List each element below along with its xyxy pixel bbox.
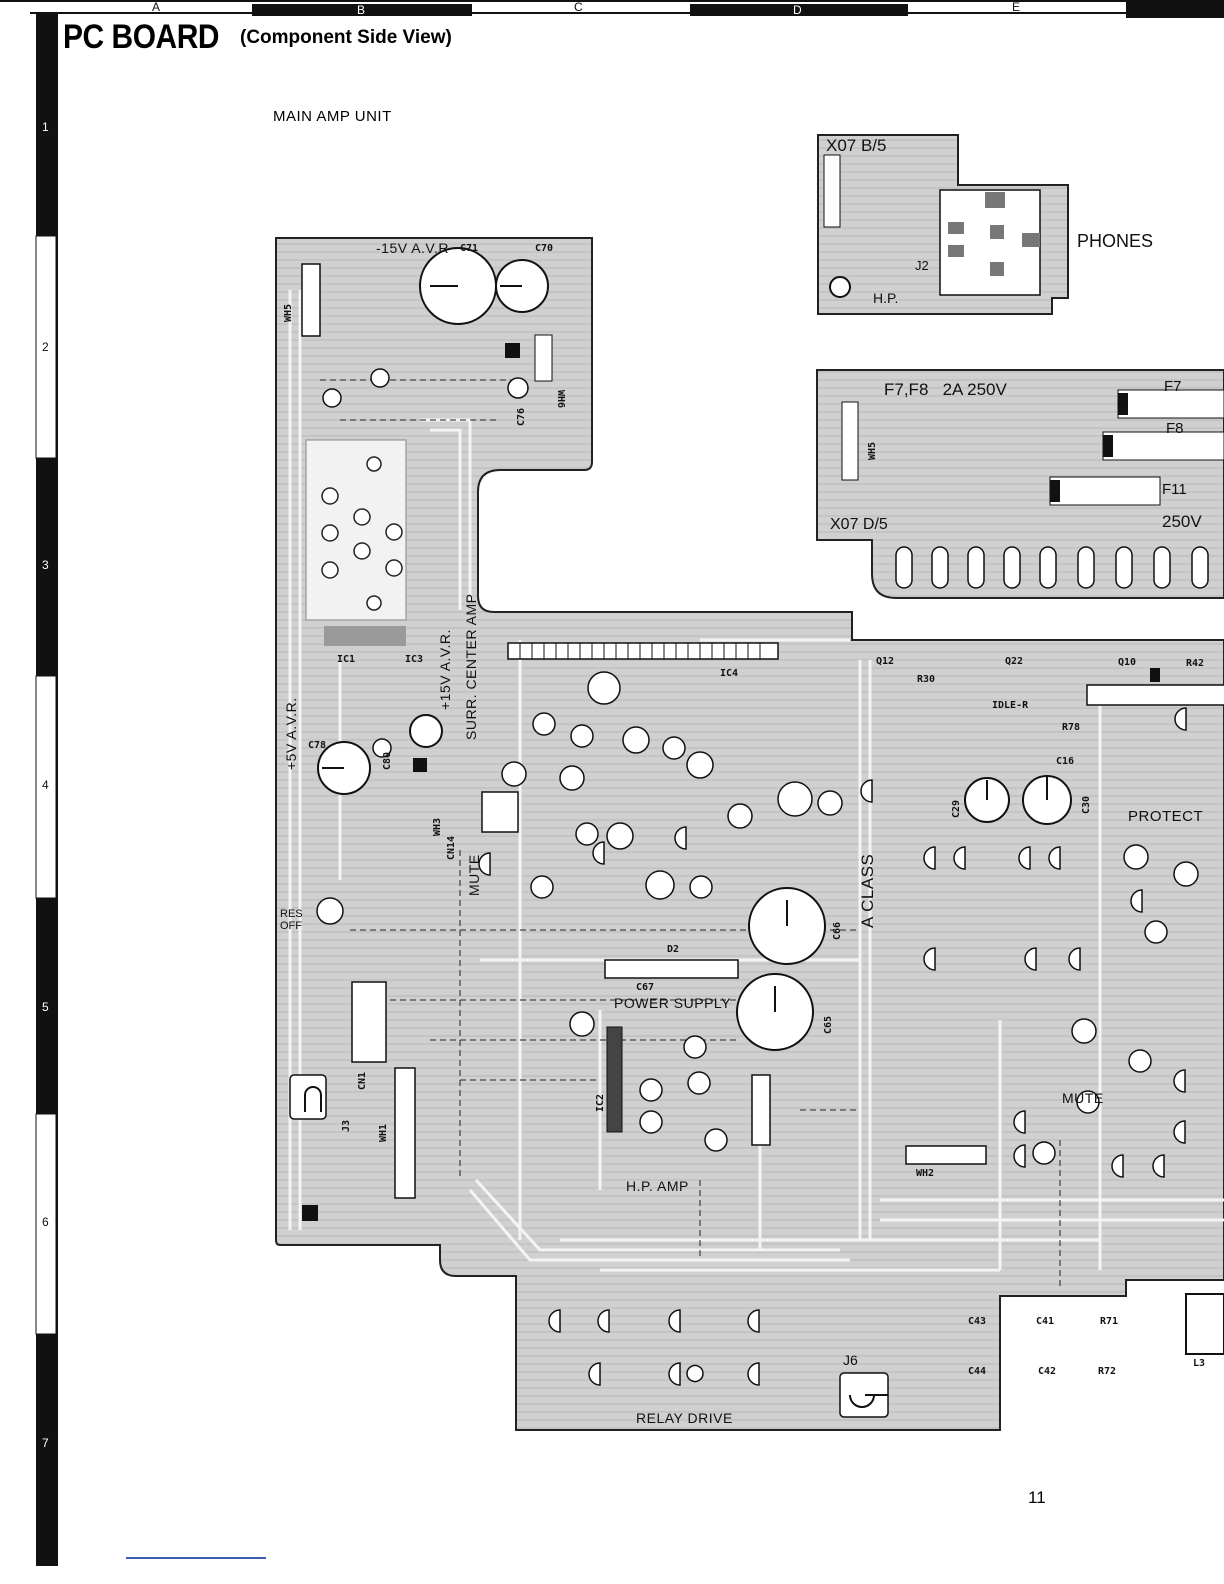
- c44-label: C44: [968, 1366, 987, 1377]
- column-ruler: [0, 0, 1224, 18]
- phones-label: PHONES: [1077, 231, 1154, 251]
- c70-label: C70: [535, 243, 554, 254]
- fuse-rating-label: F7,F8 2A 250V: [884, 380, 1007, 399]
- r30-label: R30: [917, 674, 936, 685]
- c42-label: C42: [1038, 1366, 1057, 1377]
- c43-label: C43: [968, 1316, 987, 1327]
- mounting-holes: [321, 456, 403, 611]
- fuse-board-outline: [816, 369, 1224, 599]
- r72-label: R72: [1098, 1366, 1117, 1377]
- res-off-label: RES OFF: [280, 908, 303, 932]
- r78-label: R78: [1062, 722, 1081, 733]
- main-board-outline: [275, 237, 1224, 1431]
- c30-label: C30: [1081, 795, 1092, 814]
- unit-label: MAIN AMP UNIT: [273, 108, 392, 125]
- wh5b-label: WH5: [867, 441, 878, 460]
- r71-label: R71: [1100, 1316, 1119, 1327]
- page-number: 11: [1028, 1488, 1046, 1507]
- hp-label: H.P.: [873, 290, 899, 306]
- q12-label: Q12: [876, 656, 895, 667]
- a-class-label: A CLASS: [858, 853, 877, 928]
- cn1-label: CN1: [357, 1071, 368, 1090]
- column-label-c: C: [574, 0, 583, 14]
- phones-board-id: X07 B/5: [826, 136, 887, 155]
- column-label-e: E: [1012, 0, 1021, 14]
- c76-label: C76: [516, 407, 527, 426]
- ic4-strip: [507, 642, 779, 660]
- ic2-strip: [606, 1026, 623, 1133]
- q10-label: Q10: [1118, 657, 1137, 668]
- c66-label: C66: [832, 921, 843, 940]
- terminal-pads: [895, 546, 1209, 589]
- wh2-label: WH2: [916, 1168, 935, 1179]
- idle-r-label: IDLE-R: [992, 700, 1029, 711]
- q22-label: Q22: [1005, 656, 1024, 667]
- avr-positive-label: +15V A.V.R.: [437, 629, 453, 710]
- half-transistors: [478, 707, 1187, 1386]
- power-supply-label: POWER SUPPLY: [614, 995, 731, 1011]
- ic4-pins: [519, 643, 761, 659]
- d2-label: D2: [667, 944, 680, 955]
- connectors: [289, 263, 987, 1418]
- row-label-1: 1: [42, 120, 49, 134]
- c78-label: C78: [308, 740, 327, 751]
- page-title: PC BOARD: [63, 18, 220, 56]
- j3-label: J3: [341, 1119, 352, 1132]
- c29-label: C29: [951, 799, 962, 818]
- c67-label: C67: [636, 982, 655, 993]
- cn14-label: CN14: [446, 835, 457, 860]
- wh6-label: WH6: [555, 390, 566, 409]
- r42-label: R42: [1186, 658, 1205, 669]
- page-subtitle: (Component Side View): [240, 27, 452, 48]
- ic3-label: IC3: [405, 654, 424, 665]
- fuse-rating-250v: 250V: [1162, 512, 1202, 531]
- row-ruler: [35, 14, 58, 1566]
- ic1-label: IC1: [337, 654, 356, 665]
- c16-label: C16: [1056, 756, 1075, 767]
- ic2-label: IC2: [595, 1093, 606, 1112]
- c65-label: C65: [823, 1015, 834, 1034]
- avr-5v-label: +5V A.V.R.: [283, 697, 299, 770]
- column-label-b: B: [357, 3, 366, 17]
- row-label-3: 3: [42, 558, 49, 572]
- protect-label: PROTECT: [1128, 808, 1204, 825]
- row-label-5: 5: [42, 1000, 49, 1014]
- row-label-4: 4: [42, 778, 49, 792]
- mute-label: MUTE: [1062, 1090, 1104, 1106]
- ic4-label: IC4: [720, 668, 739, 679]
- avr-negative-label: -15V A.V.R: [376, 240, 449, 256]
- surr-center-label: SURR. CENTER AMP: [463, 593, 479, 740]
- wh5-label: WH5: [283, 303, 294, 322]
- wh1-label: WH1: [378, 1123, 389, 1142]
- fuse-f8-label: F8: [1166, 420, 1184, 437]
- fuse-f11-label: F11: [1162, 481, 1187, 498]
- relay-drive-label: RELAY DRIVE: [636, 1410, 733, 1426]
- column-label-d: D: [793, 3, 802, 17]
- fuse-f7-label: F7: [1164, 378, 1182, 395]
- c71-label: C71: [460, 243, 479, 254]
- row-label-6: 6: [42, 1215, 49, 1229]
- trace-bundle: [288, 290, 1224, 1272]
- column-label-a: A: [152, 0, 161, 14]
- c80-label: C80: [382, 751, 393, 770]
- wh3-label: WH3: [432, 817, 443, 836]
- mute-vertical-label: MUTE: [466, 854, 482, 896]
- hp-amp-label: H.P. AMP: [626, 1178, 689, 1194]
- l3-label: L3: [1193, 1358, 1206, 1369]
- c41-label: C41: [1036, 1316, 1055, 1327]
- d2-strip: [604, 959, 739, 979]
- fuse-board-id: X07 D/5: [830, 516, 888, 533]
- transistors: [316, 368, 1199, 1165]
- row-label-7: 7: [42, 1436, 49, 1450]
- row-label-2: 2: [42, 340, 49, 354]
- j2-label: J2: [915, 258, 929, 273]
- j6-label: J6: [843, 1352, 858, 1368]
